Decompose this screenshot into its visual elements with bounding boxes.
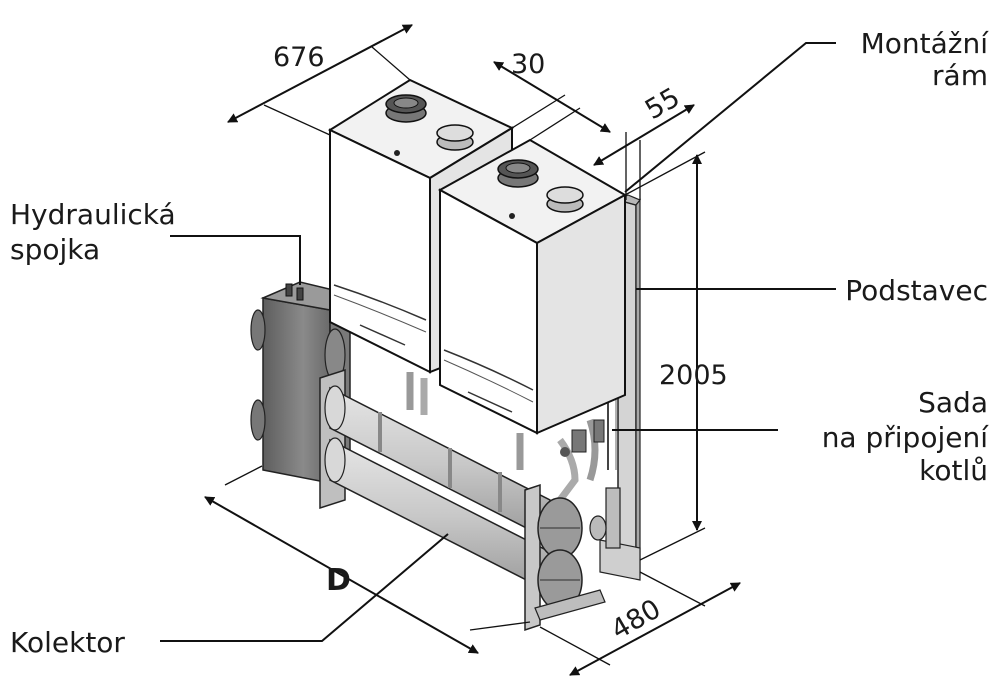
callout-kit-line2: na připojení (822, 421, 990, 454)
dim-line-width (227, 24, 413, 123)
callout-stand: Podstavec (845, 274, 988, 307)
dim-gap: 30 (511, 49, 545, 80)
dim-line-length (204, 496, 479, 654)
boiler-front (437, 138, 628, 435)
dim-length: D (326, 563, 351, 598)
callout-frame-line1: Montážní (861, 27, 990, 60)
dim-height: 2005 (659, 360, 728, 391)
leader-collector (160, 533, 449, 642)
dim-line-frame-depth (593, 104, 695, 166)
callout-hydraulic-line2: spojka (10, 233, 100, 266)
callout-kit-line1: Sada (918, 386, 988, 419)
dim-frame-depth: 55 (640, 82, 685, 126)
callout-kit-line3: kotlů (919, 454, 988, 487)
leader-hydraulic (170, 235, 301, 285)
dim-line-gap (493, 61, 611, 133)
callout-collector: Kolektor (10, 626, 125, 659)
dimension-lines (204, 24, 741, 676)
callout-frame-line2: rám (932, 59, 988, 92)
dim-width: 676 (273, 42, 325, 73)
callout-hydraulic-line1: Hydraulická (10, 198, 176, 231)
dim-line-depth (569, 582, 741, 676)
boiler-connection-kit (406, 372, 605, 503)
